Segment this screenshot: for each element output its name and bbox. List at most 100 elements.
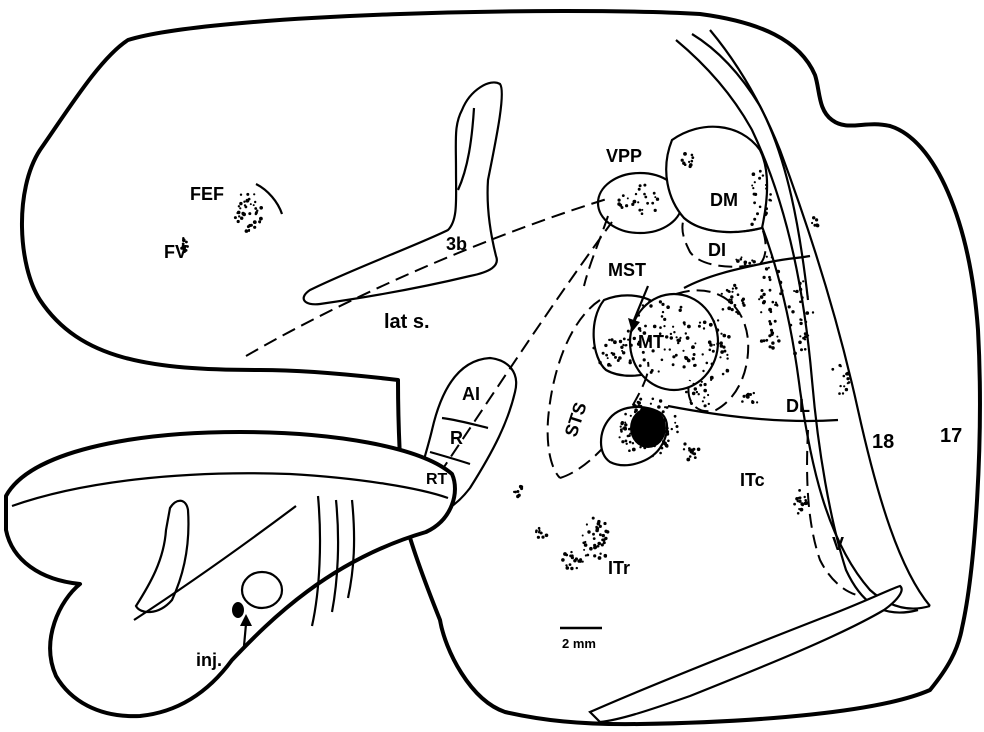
labeled-cell-dot (713, 344, 715, 346)
labeled-cell-dot (535, 531, 537, 533)
labeled-cell-dot (719, 356, 721, 358)
labeled-cell-dot (238, 215, 240, 217)
labeled-cell-dot (776, 304, 778, 306)
labeled-cell-dot (625, 440, 628, 443)
labeled-cell-dot (632, 404, 635, 407)
labeled-cell-dot (561, 558, 565, 562)
labeled-cell-dot (703, 389, 707, 393)
labeled-cell-dot (804, 499, 807, 502)
labeled-cell-dot (598, 361, 601, 364)
labeled-cell-dot (692, 392, 696, 396)
labeled-cell-dot (630, 323, 633, 326)
labeled-cell-dot (812, 311, 814, 313)
labeled-cell-dot (765, 339, 768, 342)
labeled-cell-dot (702, 400, 704, 402)
labeled-cell-dot (680, 306, 683, 309)
labeled-cell-dot (692, 448, 695, 451)
labeled-cell-dot (641, 212, 644, 215)
labeled-cell-dot (751, 185, 753, 187)
labeled-cell-dot (748, 262, 751, 265)
labeled-cell-dot (644, 325, 647, 328)
labeled-cell-dot (663, 325, 665, 327)
labeled-cell-dot (545, 534, 549, 538)
label-inj: inj. (196, 650, 222, 670)
labeled-cell-dot (800, 348, 803, 351)
labeled-cell-dot (753, 218, 756, 221)
labeled-cell-dot (694, 387, 697, 390)
labeled-cell-dot (624, 413, 627, 416)
labeled-cell-dot (771, 346, 775, 350)
labeled-cell-dot (586, 523, 588, 525)
labeled-cell-dot (676, 336, 678, 338)
labeled-cell-dot (619, 340, 622, 343)
labeled-cell-dot (798, 489, 801, 492)
labeled-cell-dot (676, 425, 679, 428)
labeled-cell-dot (759, 206, 762, 209)
labeled-cell-dot (538, 529, 540, 531)
labeled-cell-dot (704, 404, 707, 407)
labeled-cell-dot (659, 300, 662, 303)
labeled-cell-dot (537, 536, 540, 539)
labeled-cell-dot (593, 554, 596, 557)
labeled-cell-dot (807, 335, 809, 337)
labeled-cell-dot (571, 556, 574, 559)
labeled-cell-dot (259, 206, 263, 210)
labeled-cell-dot (727, 306, 731, 310)
labeled-cell-dot (699, 322, 701, 324)
labeled-cell-dot (694, 342, 696, 344)
labeled-cell-dot (843, 385, 845, 387)
labeled-cell-dot (760, 311, 762, 313)
labeled-cell-dot (641, 209, 643, 211)
labeled-cell-dot (770, 199, 772, 201)
label-itr: ITr (608, 558, 630, 578)
labeled-cell-dot (604, 555, 607, 558)
labeled-cell-dot (239, 202, 242, 205)
labeled-cell-dot (763, 276, 766, 279)
labeled-cell-dot (686, 458, 690, 462)
labeled-cell-dot (653, 192, 656, 195)
labeled-cell-dot (651, 202, 654, 205)
labeled-cell-dot (599, 533, 602, 536)
labeled-cell-dot (801, 503, 804, 506)
labeled-cell-dot (799, 335, 801, 337)
labeled-cell-dot (760, 295, 764, 299)
labeled-cell-dot (742, 302, 745, 305)
labeled-cell-dot (751, 259, 753, 261)
labeled-cell-dot (802, 337, 805, 340)
labeled-cell-dot (516, 490, 519, 493)
labeled-cell-dot (621, 206, 624, 209)
labeled-cell-dot (741, 256, 743, 258)
labeled-cell-dot (665, 335, 668, 338)
labeled-cell-dot (570, 551, 572, 553)
labeled-cell-dot (780, 289, 783, 292)
labeled-cell-dot (185, 241, 188, 244)
labeled-cell-dot (702, 370, 704, 372)
labeled-cell-dot (630, 415, 632, 417)
labeled-cell-dot (254, 201, 256, 203)
label-dl: DL (786, 396, 810, 416)
labeled-cell-dot (807, 295, 809, 297)
labeled-cell-dot (722, 346, 725, 349)
labeled-cell-dot (603, 522, 606, 525)
labeled-cell-dot (806, 311, 810, 315)
labeled-cell-dot (661, 303, 664, 306)
labeled-cell-dot (638, 341, 640, 343)
labeled-cell-dot (245, 229, 249, 233)
labeled-cell-dot (681, 159, 684, 162)
labeled-cell-dot (516, 495, 519, 498)
labeled-cell-dot (790, 324, 793, 327)
labeled-cell-dot (798, 508, 800, 510)
labeled-cell-dot (246, 199, 250, 203)
labeled-cell-dot (761, 289, 764, 292)
labeled-cell-dot (765, 187, 767, 189)
labeled-cell-dot (599, 525, 602, 528)
labeled-cell-dot (253, 204, 255, 206)
labeled-cell-dot (733, 284, 736, 287)
labeled-cell-dot (626, 443, 628, 445)
labeled-cell-dot (752, 187, 754, 189)
label-rt: RT (426, 471, 448, 488)
labeled-cell-dot (765, 267, 768, 270)
labeled-cell-dot (691, 160, 694, 163)
labeled-cell-dot (246, 193, 249, 196)
